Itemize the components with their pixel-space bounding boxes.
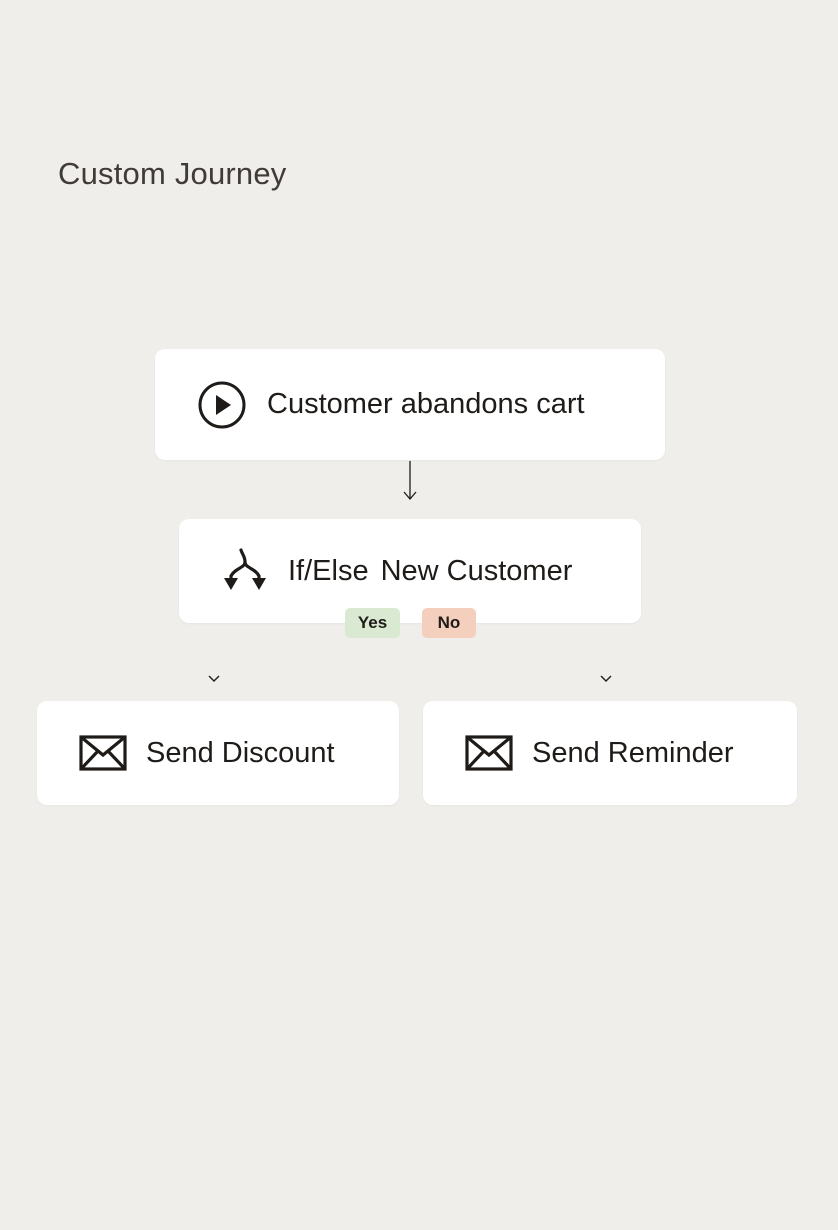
trigger-label: Customer abandons cart: [267, 388, 585, 420]
action-node-send-reminder[interactable]: Send Reminder: [423, 701, 797, 805]
chevron-down-icon: [600, 675, 612, 682]
yes-branch-badge: Yes: [345, 608, 400, 638]
condition-type-label: If/Else: [288, 554, 369, 587]
condition-node[interactable]: If/Else New Customer: [179, 519, 641, 623]
envelope-icon: [79, 735, 127, 771]
no-branch-badge: No: [422, 608, 476, 638]
page-title: Custom Journey: [58, 156, 287, 191]
action-label: Send Discount: [146, 736, 335, 769]
trigger-node[interactable]: Customer abandons cart: [155, 349, 665, 460]
play-circle-icon: [198, 381, 246, 428]
connector-arrow: [403, 461, 417, 500]
chevron-down-icon: [208, 675, 220, 682]
branch-split-icon: [224, 548, 266, 590]
action-label: Send Reminder: [532, 736, 734, 769]
envelope-icon: [465, 735, 513, 771]
condition-label: New Customer: [380, 554, 573, 587]
action-node-send-discount[interactable]: Send Discount: [37, 701, 399, 805]
